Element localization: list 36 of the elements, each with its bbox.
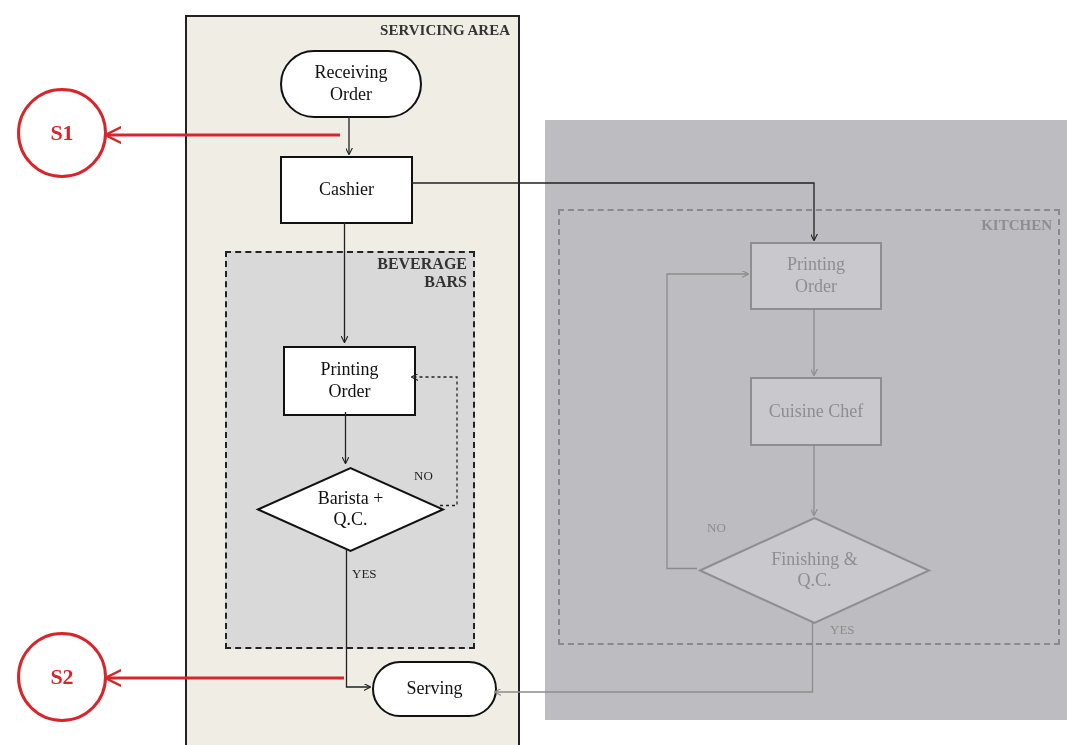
arrow: [410, 182, 819, 242]
dashed-group-box: [558, 209, 1060, 645]
decision-diamond: [699, 517, 930, 624]
dashed-group-box: [225, 251, 475, 649]
connector-label: S1: [49, 119, 75, 147]
node-label: Printing Order: [319, 359, 380, 403]
area-heading: BEVERAGE BARS: [376, 255, 467, 292]
area-panel: [185, 15, 520, 745]
process-box: [280, 156, 413, 224]
node-label: Barista + Q.C.: [316, 487, 385, 532]
arrow: [340, 221, 349, 344]
arrow: [666, 269, 750, 570]
node-label: Printing Order: [786, 254, 846, 298]
node-label: Cuisine Chef: [767, 400, 865, 423]
node-label: Serving: [405, 678, 464, 700]
decision-diamond: [257, 467, 444, 552]
arrow: [493, 621, 814, 697]
arrow: [809, 443, 819, 517]
edge-label: YES: [351, 566, 378, 582]
arrow: [345, 547, 372, 692]
node-label: Receiving Order: [313, 62, 389, 106]
process-box: [750, 242, 882, 310]
arrow: [341, 411, 350, 465]
connector-label: S2: [49, 663, 75, 691]
edge-label: NO: [413, 468, 434, 484]
process-box: [750, 377, 882, 446]
node-label: Finishing & Q.C.: [770, 548, 859, 593]
arrow: [410, 372, 458, 507]
arrow: [104, 668, 344, 688]
process-box: [283, 346, 416, 416]
arrow: [104, 125, 340, 145]
arrow: [344, 115, 354, 156]
area-heading: SERVICING AREA: [379, 22, 510, 40]
node-label: Cashier: [318, 179, 375, 201]
arrow: [809, 307, 819, 377]
terminal-box: [372, 661, 497, 717]
